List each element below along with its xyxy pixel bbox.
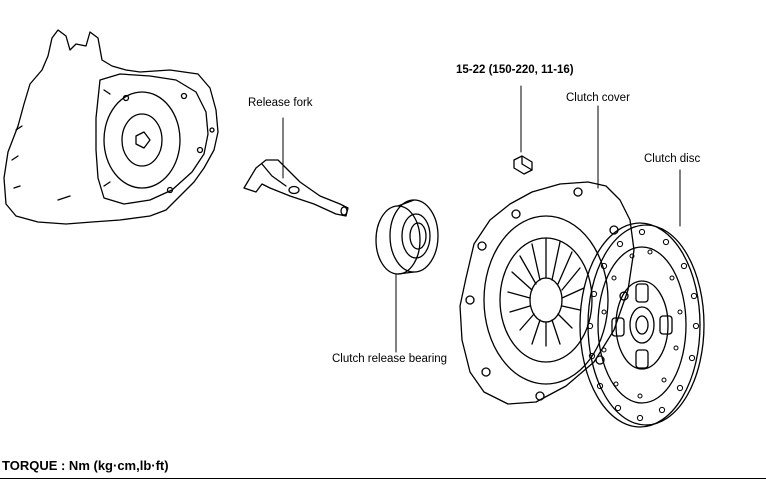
clutch-disc-label: Clutch disc <box>644 153 701 165</box>
transmission-housing <box>3 29 219 225</box>
clutch-cover <box>459 105 635 405</box>
release-bearing <box>375 199 439 353</box>
torque-units-footer: TORQUE : Nm (kg·cm,lb·ft) <box>2 458 169 473</box>
release-fork-label: Release fork <box>248 97 313 109</box>
clutch-disc <box>579 169 705 428</box>
release-bearing-label: Clutch release bearing <box>332 353 448 365</box>
clutch-cover-label: Clutch cover <box>566 92 630 104</box>
torque-spec-label: 15-22 (150-220, 11-16) <box>456 64 574 76</box>
cover-bolt <box>513 85 533 175</box>
footer-divider <box>0 478 766 479</box>
release-fork <box>243 117 349 217</box>
